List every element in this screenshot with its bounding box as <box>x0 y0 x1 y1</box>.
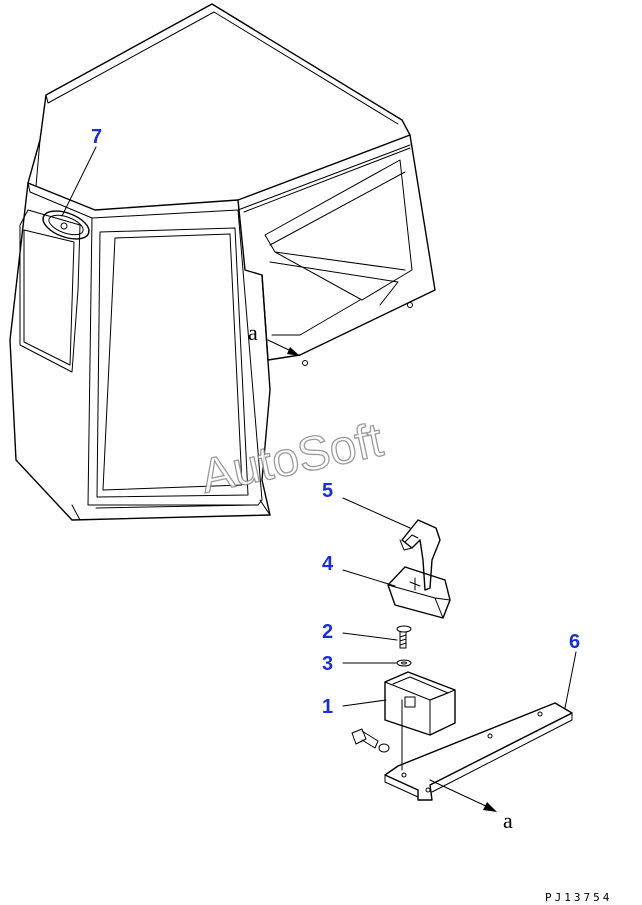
callout-5: 5 <box>322 480 333 502</box>
part-2-bolt <box>396 625 412 649</box>
cab-drawing <box>9 3 436 521</box>
callout-2: 2 <box>322 621 333 643</box>
leader-5 <box>342 497 411 529</box>
leader-6 <box>564 651 577 709</box>
leader-4 <box>342 569 396 587</box>
reference-letter-top: a <box>248 320 258 345</box>
leader-lines <box>61 146 577 709</box>
part-6-mounting-plate <box>384 702 573 812</box>
part-4-first-aid-kit <box>387 566 451 619</box>
callout-1: 1 <box>322 696 333 718</box>
callout-4: 4 <box>322 553 334 575</box>
leader-2 <box>342 632 398 641</box>
callout-6: 6 <box>569 631 580 653</box>
callout-3: 3 <box>322 653 333 675</box>
part-3-washer <box>396 659 412 667</box>
leader-7 <box>61 146 97 217</box>
leader-1 <box>342 699 387 707</box>
callout-7: 7 <box>91 126 102 148</box>
drawing-code: PJ13754 <box>545 891 612 904</box>
watermark-text: AutoSoft <box>196 414 387 504</box>
part-1-holder-box <box>384 671 456 771</box>
side-bolt <box>351 728 390 753</box>
part-5-strap <box>399 519 441 591</box>
reference-letter-bottom: a <box>503 808 513 833</box>
